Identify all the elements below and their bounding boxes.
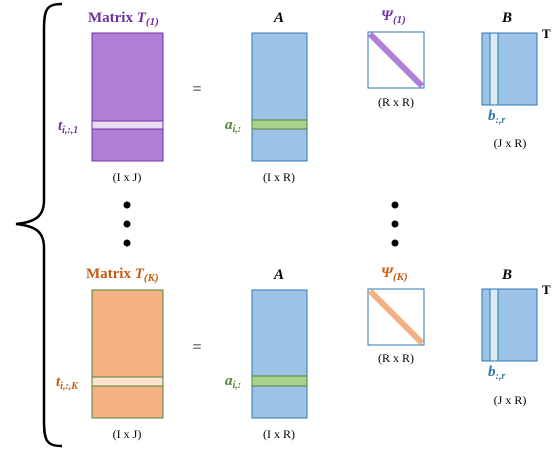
bottom-dim-b: (J x R) <box>494 393 527 407</box>
bottom-matrix-t-row <box>91 376 164 387</box>
top-matrix-title: Matrix T(1) <box>88 10 159 28</box>
top-dim-a: (I x R) <box>263 170 295 184</box>
bottom-dim-t: (I x J) <box>113 427 142 441</box>
bottom-a-title: A <box>273 267 284 283</box>
top-b-title: B <box>501 10 512 26</box>
top-b-col-label: b:,r <box>488 108 505 126</box>
top-a-title: A <box>273 10 284 26</box>
dot-right-1 <box>391 201 399 209</box>
top-equals-sign: = <box>192 81 201 98</box>
dot-left-3 <box>123 239 131 247</box>
bottom-matrix-a-row <box>251 375 308 387</box>
top-dim-b: (J x R) <box>494 136 527 150</box>
top-dim-t: (I x J) <box>113 170 142 184</box>
bottom-a-row-label: ai,: <box>225 373 241 391</box>
top-psi-diagonal <box>367 31 425 89</box>
bottom-b-col-label: b:,r <box>488 364 505 382</box>
dot-left-1 <box>123 201 131 209</box>
top-matrix-b-col <box>489 32 499 106</box>
bottom-equals-sign: = <box>192 339 201 356</box>
bottom-matrix-b-col <box>489 288 499 362</box>
top-matrix-a-row <box>251 119 308 130</box>
dot-right-2 <box>391 220 399 228</box>
bottom-b-title: B <box>501 267 512 283</box>
bottom-psi-title: Ψ(K) <box>381 265 408 283</box>
top-b-transpose: T <box>542 26 551 41</box>
dot-left-2 <box>123 220 131 228</box>
top-matrix-t <box>91 32 164 162</box>
bottom-dim-a: (I x R) <box>263 427 295 441</box>
top-a-row-label: ai,: <box>225 117 241 135</box>
top-row-label: ti,:,1 <box>58 118 78 136</box>
bottom-dim-psi: (R x R) <box>378 351 414 365</box>
top-matrix-a <box>251 32 308 162</box>
dot-right-3 <box>391 239 399 247</box>
top-psi-title: Ψ(1) <box>381 8 406 26</box>
bottom-matrix-t <box>91 289 164 419</box>
top-dim-psi: (R x R) <box>378 95 414 109</box>
bottom-matrix-title: Matrix T(K) <box>86 266 159 284</box>
bottom-row-label: ti,:,K <box>56 374 79 392</box>
bottom-matrix-a <box>251 289 308 419</box>
left-curly-brace <box>15 2 63 448</box>
top-matrix-t-row <box>91 120 164 130</box>
bottom-b-transpose: T <box>542 282 551 297</box>
bottom-psi-diagonal <box>367 288 425 346</box>
